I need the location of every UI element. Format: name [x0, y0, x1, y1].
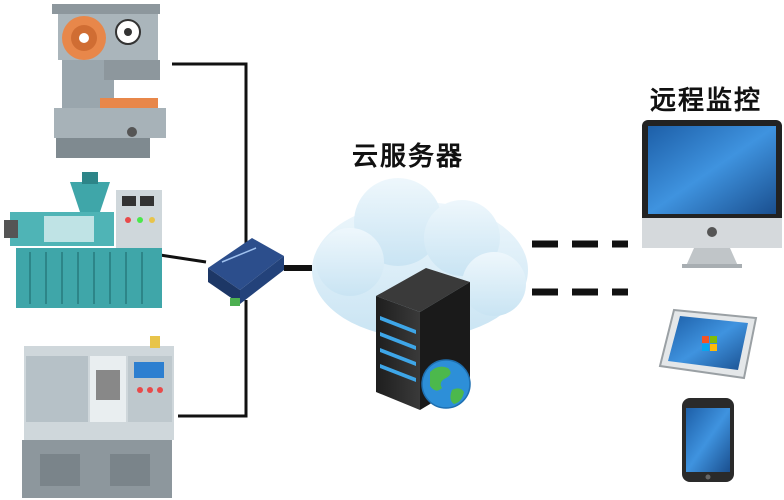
machine-connection-lines	[159, 62, 312, 418]
cloud-server-label: 云服务器	[352, 142, 465, 172]
remote-links	[532, 240, 628, 296]
extruder-machine-icon	[4, 172, 162, 308]
globe-icon	[421, 359, 471, 409]
cloud-icon	[312, 178, 528, 338]
remote-monitoring-label: 远程监控	[650, 86, 763, 116]
line-press	[172, 62, 248, 262]
smartphone-icon	[682, 398, 734, 482]
line-lathe	[178, 300, 248, 418]
server-led-strips	[380, 316, 416, 382]
windows-logo-icon	[702, 336, 717, 351]
line-extruder	[159, 253, 207, 264]
tablet-icon	[658, 308, 758, 380]
serial-server-icon	[208, 238, 284, 306]
cnc-lathe-icon	[22, 336, 174, 498]
desktop-monitor-icon	[642, 120, 782, 268]
punch-press-icon	[52, 4, 166, 158]
